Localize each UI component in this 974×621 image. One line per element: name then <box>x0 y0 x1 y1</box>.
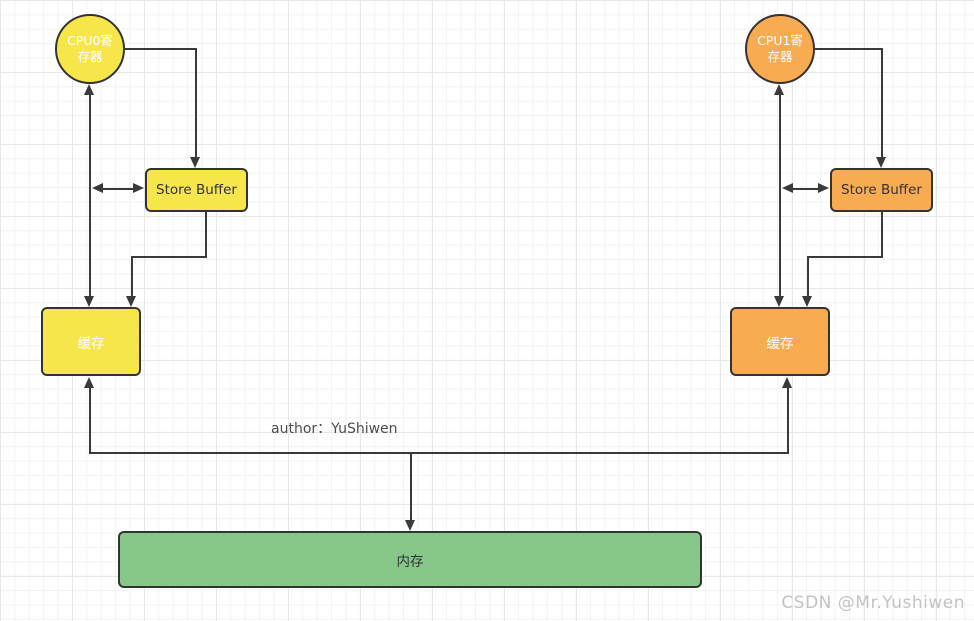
arrowhead-down-icon <box>774 296 784 307</box>
author-note: author：YuShiwen <box>271 421 398 437</box>
arrowhead-down-icon <box>405 520 415 531</box>
edge-cache-line-storebuffer-right-bidirectional <box>790 188 821 190</box>
store-buffer-right-node: Store Buffer <box>830 168 933 212</box>
edge-storebuffer-left-to-cache-segment <box>131 256 207 258</box>
store-buffer-left-label: Store Buffer <box>156 182 237 198</box>
edge-memory-to-cache-right-segment <box>787 387 789 453</box>
arrowhead-left-icon <box>782 183 793 193</box>
memory-label: 内存 <box>396 553 424 570</box>
arrowhead-up-icon <box>774 84 784 95</box>
cpu0-register-node: CPU0寄 存器 <box>55 14 125 84</box>
edge-bus-to-memory-segment <box>410 453 412 521</box>
cpu0-register-label-line1: CPU0寄 <box>67 32 113 48</box>
arrowhead-down-icon <box>190 157 200 168</box>
memory-node: 内存 <box>118 531 702 588</box>
arrowhead-up-icon <box>84 377 94 388</box>
edge-storebuffer-right-to-cache-segment <box>881 212 883 258</box>
cache-left-node: 缓存 <box>41 307 141 376</box>
arrowhead-right-icon <box>818 183 829 193</box>
edge-storebuffer-right-to-cache-segment <box>807 256 883 258</box>
edge-cpu1-to-storebuffer-right-segment <box>814 48 882 50</box>
arrowhead-left-icon <box>92 183 103 193</box>
cache-right-node: 缓存 <box>730 307 830 376</box>
store-buffer-left-node: Store Buffer <box>145 168 248 212</box>
arrowhead-down-icon <box>876 157 886 168</box>
edge-cpu1-to-storebuffer-right-segment <box>881 48 883 157</box>
cache-right-label: 缓存 <box>766 335 794 352</box>
cpu1-register-label-line2: 存器 <box>767 49 793 64</box>
edge-cpu0-cache-left-bidirectional <box>89 93 91 297</box>
edge-storebuffer-right-to-cache-segment <box>807 256 809 296</box>
edge-memory-to-cache-left-segment <box>89 387 91 453</box>
cpu1-register-node: CPU1寄 存器 <box>745 14 815 84</box>
arrowhead-right-icon <box>133 183 144 193</box>
arrowhead-down-icon <box>802 296 812 307</box>
edge-storebuffer-left-to-cache-segment <box>205 212 207 258</box>
arrowhead-down-icon <box>126 296 136 307</box>
store-buffer-right-label: Store Buffer <box>841 182 922 198</box>
cpu1-register-label-line1: CPU1寄 <box>757 32 803 48</box>
edge-cpu0-to-storebuffer-left-segment <box>195 48 197 157</box>
cpu0-register-label-line2: 存器 <box>77 49 103 64</box>
edge-cpu1-cache-right-bidirectional <box>779 93 781 297</box>
edge-cpu0-to-storebuffer-left-segment <box>124 48 197 50</box>
edge-cache-line-storebuffer-left-bidirectional <box>100 188 136 190</box>
arrowhead-down-icon <box>84 296 94 307</box>
arrowhead-up-icon <box>84 84 94 95</box>
memory-bus-line <box>89 452 789 454</box>
edge-storebuffer-left-to-cache-segment <box>131 256 133 296</box>
arrowhead-up-icon <box>782 377 792 388</box>
cache-left-label: 缓存 <box>77 335 105 352</box>
watermark: CSDN @Mr.Yushiwen <box>781 593 965 613</box>
